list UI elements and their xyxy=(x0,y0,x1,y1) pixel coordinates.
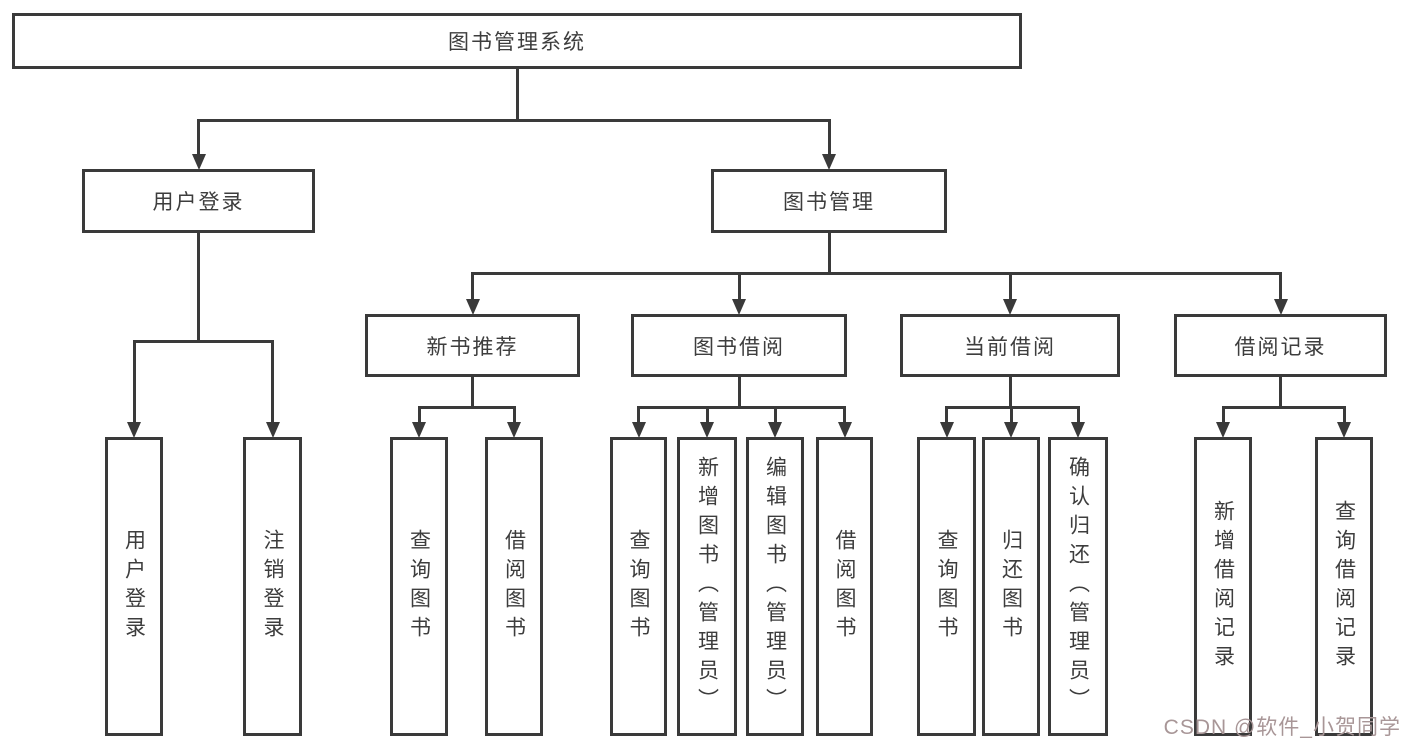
node-leaf-edit-book: 编辑图书（管理员） xyxy=(746,437,804,736)
arrow-down-icon xyxy=(768,422,782,438)
node-label-leaf-logout: 注销登录 xyxy=(261,528,284,645)
connector-line xyxy=(197,119,831,122)
node-leaf-confirm-return: 确认归还（管理员） xyxy=(1048,437,1108,736)
node-label-leaf-query-book-3: 查询图书 xyxy=(935,528,958,645)
node-leaf-add-book: 新增图书（管理员） xyxy=(677,437,737,736)
node-label-book-mgmt: 图书管理 xyxy=(783,191,875,214)
connector-line xyxy=(471,272,1282,275)
node-label-leaf-add-record: 新增借阅记录 xyxy=(1211,499,1235,674)
connector-line xyxy=(1008,377,1012,409)
arrow-down-icon xyxy=(939,422,954,438)
arrow-down-icon xyxy=(1216,422,1230,438)
node-leaf-borrow-book-2: 借阅图书 xyxy=(816,437,873,736)
connector-line xyxy=(1221,406,1225,423)
connector-line xyxy=(1279,377,1282,409)
arrow-down-icon xyxy=(1004,422,1018,438)
arrow-down-icon xyxy=(1337,422,1351,438)
arrow-down-icon xyxy=(507,422,521,438)
node-current-borrow: 当前借阅 xyxy=(900,314,1120,377)
node-borrow-record: 借阅记录 xyxy=(1174,314,1387,377)
node-leaf-query-book-2: 查询图书 xyxy=(610,437,667,736)
node-label-leaf-borrow-book-1: 借阅图书 xyxy=(502,528,526,645)
connector-line xyxy=(773,406,777,423)
arrow-down-icon xyxy=(700,422,714,438)
connector-line xyxy=(737,272,741,300)
node-label-current-borrow: 当前借阅 xyxy=(964,335,1056,359)
node-book-borrow: 图书借阅 xyxy=(631,314,847,377)
arrow-down-icon xyxy=(412,422,426,438)
node-label-new-book-rec: 新书推荐 xyxy=(426,335,519,359)
connector-line xyxy=(1009,406,1013,423)
node-leaf-query-book-3: 查询图书 xyxy=(917,437,976,736)
node-root: 图书管理系统 xyxy=(12,13,1022,69)
node-leaf-user-login: 用户登录 xyxy=(105,437,163,736)
connector-line xyxy=(637,406,846,409)
node-label-leaf-query-record: 查询借阅记录 xyxy=(1332,499,1356,674)
node-label-leaf-add-book: 新增图书（管理员） xyxy=(695,456,719,717)
arrow-down-icon xyxy=(265,422,280,438)
connector-line xyxy=(827,119,831,155)
connector-line xyxy=(197,119,200,155)
connector-line xyxy=(843,406,846,423)
connector-line xyxy=(1342,406,1346,423)
connector-line xyxy=(132,340,274,343)
node-label-user-login: 用户登录 xyxy=(152,191,245,214)
node-label-leaf-query-book-2: 查询图书 xyxy=(627,528,650,645)
node-leaf-query-record: 查询借阅记录 xyxy=(1315,437,1373,736)
arrow-down-icon xyxy=(465,299,480,315)
connector-line xyxy=(737,377,741,409)
arrow-down-icon xyxy=(1071,422,1085,438)
connector-line xyxy=(1221,406,1346,409)
connector-line xyxy=(471,272,474,300)
arrow-down-icon xyxy=(631,422,646,438)
node-label-borrow-record: 借阅记录 xyxy=(1234,335,1327,359)
connector-line xyxy=(197,233,200,343)
connector-line xyxy=(1076,406,1080,423)
connector-line xyxy=(1279,272,1282,300)
connector-line xyxy=(512,406,516,423)
arrow-down-icon xyxy=(191,154,206,170)
arrow-down-icon xyxy=(732,299,746,315)
connector-line xyxy=(417,406,421,423)
node-label-leaf-return-book: 归还图书 xyxy=(999,528,1023,645)
node-user-login: 用户登录 xyxy=(82,169,315,233)
arrow-down-icon xyxy=(822,154,836,170)
connector-line xyxy=(271,340,274,423)
connector-line xyxy=(945,406,948,423)
csdn-watermark: CSDN @软件_小贺同学 xyxy=(1163,716,1401,739)
node-leaf-borrow-book-1: 借阅图书 xyxy=(485,437,543,736)
node-label-leaf-query-book-1: 查询图书 xyxy=(407,528,431,645)
connector-line xyxy=(515,69,519,122)
node-new-book-rec: 新书推荐 xyxy=(365,314,580,377)
node-label-leaf-user-login: 用户登录 xyxy=(122,528,146,645)
arrow-down-icon xyxy=(1003,299,1017,315)
node-leaf-return-book: 归还图书 xyxy=(982,437,1040,736)
arrow-down-icon xyxy=(1273,299,1288,315)
node-label-leaf-borrow-book-2: 借阅图书 xyxy=(833,528,856,645)
arrow-down-icon xyxy=(127,422,141,438)
connector-line xyxy=(471,377,474,409)
connector-line xyxy=(1008,272,1012,300)
node-book-mgmt: 图书管理 xyxy=(711,169,947,233)
node-leaf-add-record: 新增借阅记录 xyxy=(1194,437,1252,736)
connector-line xyxy=(637,406,640,423)
node-label-book-borrow: 图书借阅 xyxy=(693,335,785,359)
node-label-leaf-confirm-return: 确认归还（管理员） xyxy=(1066,456,1090,717)
connector-line xyxy=(705,406,709,423)
connector-line xyxy=(827,233,831,275)
node-label-root: 图书管理系统 xyxy=(448,31,586,54)
node-leaf-query-book-1: 查询图书 xyxy=(390,437,448,736)
node-label-leaf-edit-book: 编辑图书（管理员） xyxy=(763,456,787,717)
node-leaf-logout: 注销登录 xyxy=(243,437,302,736)
connector-line xyxy=(417,406,516,409)
connector-line xyxy=(132,340,136,423)
arrow-down-icon xyxy=(837,422,852,438)
